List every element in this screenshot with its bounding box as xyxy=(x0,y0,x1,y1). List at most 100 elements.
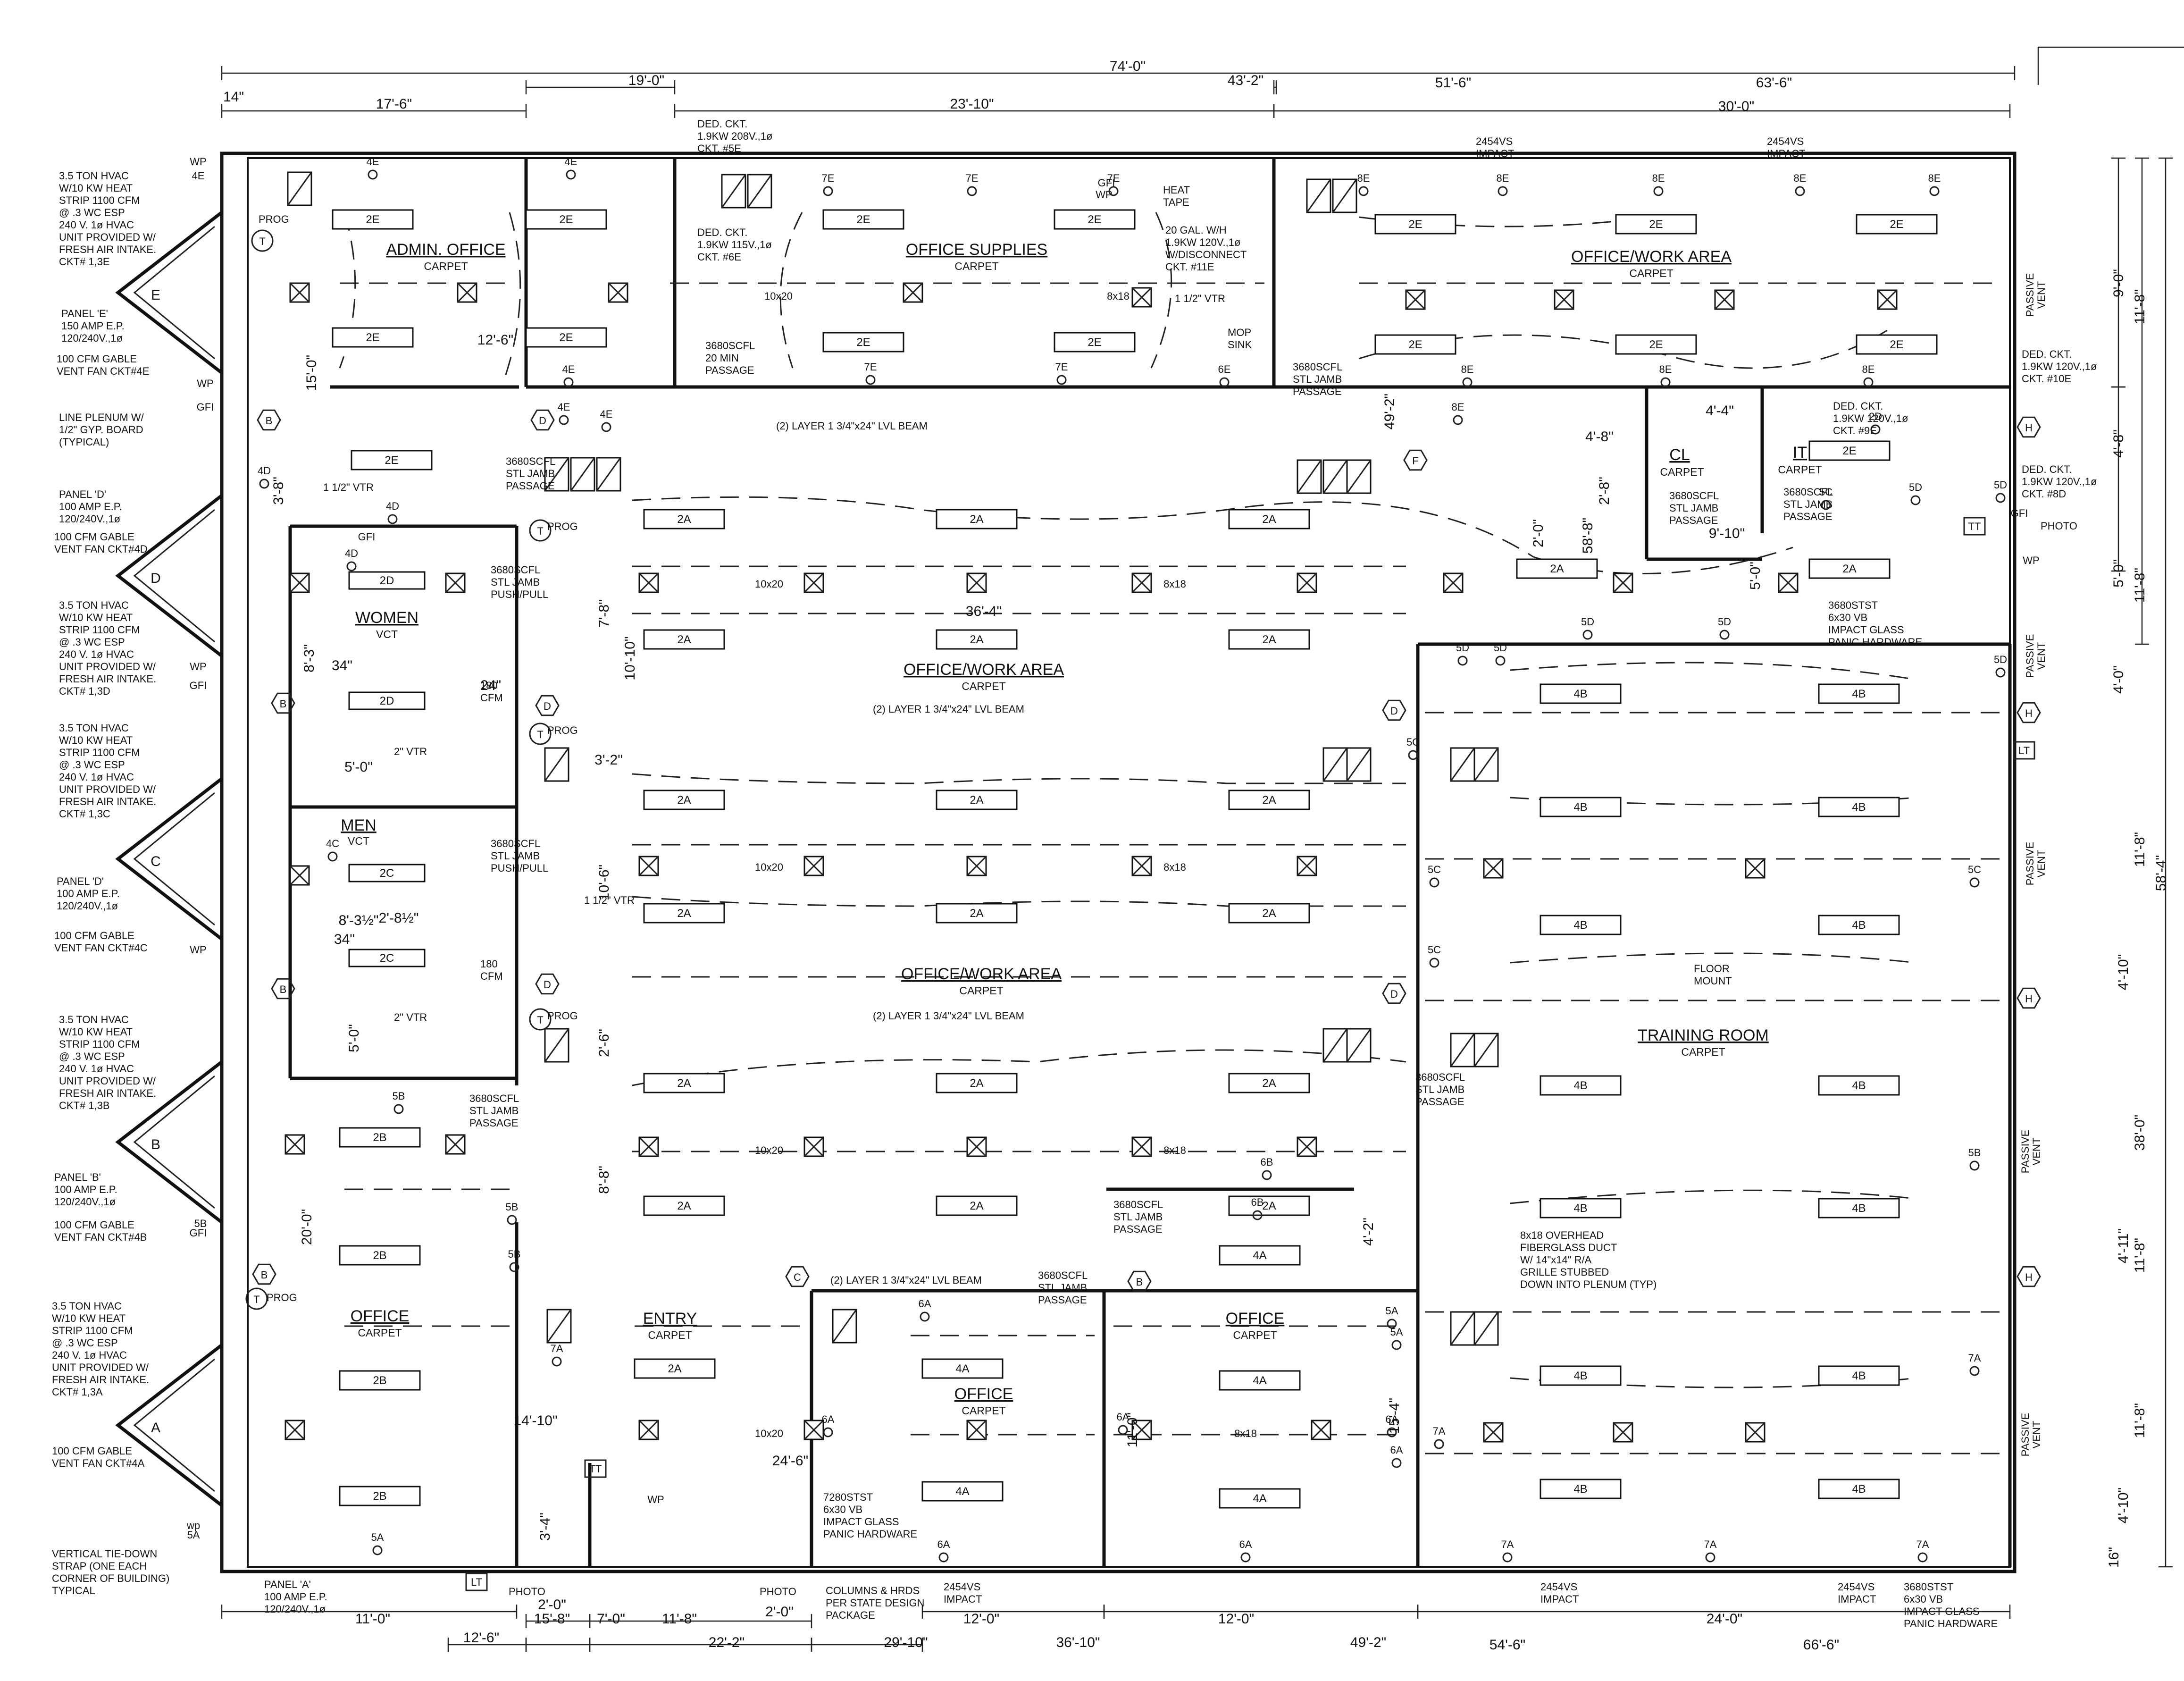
passive-vent-label: VENT xyxy=(2031,1421,2042,1449)
fan-note-b: 100 CFM GABLE xyxy=(54,1219,134,1231)
grid-marker-label: F xyxy=(1412,455,1418,467)
grid-circle-marker xyxy=(529,723,552,745)
dim-interior: 5'-0" xyxy=(1748,562,1763,590)
dim-right: 16" xyxy=(2106,1547,2122,1568)
grid-hex-marker xyxy=(1382,983,1406,1004)
hvac-gable-inner xyxy=(133,1358,215,1492)
circuit-tag: 5C xyxy=(1428,944,1441,956)
room-men-finish: VCT xyxy=(348,835,369,847)
fixture-tag: 2A xyxy=(1262,1077,1276,1090)
grid-marker-label: H xyxy=(2025,422,2033,434)
circuit-tag: 8E xyxy=(1928,172,1941,184)
fan-note-e: 100 CFM GABLE xyxy=(57,353,137,365)
receptacle xyxy=(1863,377,1874,387)
circuit-tag: 4E xyxy=(600,408,613,420)
dim-bottom: 7'-0" xyxy=(597,1611,625,1627)
diffuser-size: 10x20 xyxy=(755,1428,783,1439)
receptacle xyxy=(327,851,338,862)
fan-note-b: VENT FAN CKT#4B xyxy=(54,1231,147,1243)
dim-interior: 34" xyxy=(332,658,352,673)
device-tag-label: TT xyxy=(589,1463,602,1475)
dim-interior: 5'-0" xyxy=(346,1024,362,1052)
fixture-tag: 2E xyxy=(1408,218,1422,231)
hvac-note-d: CKT# 1,3D xyxy=(59,685,110,697)
circuit-tag: 5A xyxy=(1390,1326,1403,1338)
hvac-note-d: 240 V. 1ø HVAC xyxy=(59,648,134,660)
note-door-se: 6x30 VB xyxy=(1904,1593,1943,1605)
light-fixture xyxy=(1818,797,1900,817)
dim-interior: 58'-8" xyxy=(1580,518,1596,554)
fixture-tag: 2A xyxy=(677,633,691,646)
note-cfm-men: 180 xyxy=(480,958,498,970)
panel-note-d: 100 AMP E.P. xyxy=(59,501,122,513)
note-door-office-s: STL JAMB xyxy=(1038,1282,1087,1294)
grid-hex-marker xyxy=(535,695,560,716)
beam-note-2: (2) LAYER 1 3/4"x24" LVL BEAM xyxy=(873,703,1024,715)
fan-note-d: VENT FAN CKT#4D xyxy=(54,543,148,555)
fan-note-c: 100 CFM GABLE xyxy=(54,930,134,941)
wp-gfi-label: 5B xyxy=(194,1218,207,1229)
circuit-tag: 5C xyxy=(1428,864,1441,875)
dim-bottom: 49'-2" xyxy=(1350,1635,1386,1650)
diffuser-size: 10x20 xyxy=(755,861,783,873)
light-fixture xyxy=(1219,1370,1301,1391)
dim-interior: 14'-10" xyxy=(513,1413,557,1429)
fixture-tag: 2A xyxy=(1842,563,1856,575)
receptacle xyxy=(1434,1439,1444,1449)
grid-hex-marker xyxy=(785,1266,810,1287)
dim-bottom: 66'-6" xyxy=(1803,1637,1839,1653)
fixture-tag: 2A xyxy=(1262,513,1276,526)
diffuser-size: 8x18 xyxy=(1107,290,1130,302)
wp-gfi-label: WP xyxy=(197,378,213,389)
dim-interior: 24'-6" xyxy=(772,1453,808,1469)
dim-bottom: 2'-0" xyxy=(538,1597,566,1613)
room-men: MEN xyxy=(341,816,377,834)
light-fixture xyxy=(525,209,607,230)
light-fixture xyxy=(936,1073,1018,1093)
note-door-admin: 3680SCFL xyxy=(506,455,555,467)
fan-note-c: VENT FAN CKT#4C xyxy=(54,942,148,954)
fixture-tag: 2A xyxy=(668,1362,681,1375)
grid-hex-marker xyxy=(2017,987,2041,1009)
note-door-ne: PANIC HARDWARE xyxy=(1828,636,1922,648)
fixture-tag: 4B xyxy=(1573,688,1587,700)
grid-marker-label: D xyxy=(544,979,551,991)
fixture-tag: 2E xyxy=(856,336,870,349)
note-door-top2: STL JAMB xyxy=(1293,373,1342,385)
light-fixture xyxy=(1808,440,1891,461)
dim-top: 30'-0" xyxy=(1718,99,1754,114)
grid-marker-label: H xyxy=(2025,1271,2033,1283)
panel-note-e: 120/240V.,1ø xyxy=(61,332,123,344)
dim-interior: 49'-2" xyxy=(1382,394,1397,429)
light-fixture xyxy=(936,1195,1018,1216)
room-it-finish: CARPET xyxy=(1778,463,1822,476)
grid-marker-label: D xyxy=(539,415,546,427)
receptacle xyxy=(1056,375,1067,385)
note-heat-tape: TAPE xyxy=(1163,196,1189,208)
note-window-top1: IMPACT xyxy=(1476,148,1514,160)
fixture-tag: 4B xyxy=(1852,1202,1866,1215)
receptacle xyxy=(1262,1170,1272,1180)
circuit-tag: 6E xyxy=(1218,363,1231,375)
dim-interior: 36'-4" xyxy=(966,604,1002,619)
light-fixture xyxy=(936,629,1018,650)
fixture-tag: 2D xyxy=(380,695,394,707)
vtr-left: 1 1/2" VTR xyxy=(323,481,374,493)
dim-interior: 8'-3" xyxy=(301,644,317,672)
circuit-tag: 7A xyxy=(1433,1425,1446,1437)
light-fixture xyxy=(634,1358,716,1379)
grid-marker-label: B xyxy=(1136,1276,1143,1288)
hvac-gable xyxy=(115,494,223,657)
circuit-tag: 5D xyxy=(1456,642,1469,654)
wp-gfi-label: GFI xyxy=(190,1227,207,1239)
fixture-tag: 2E xyxy=(1890,338,1903,351)
note-mop-sink: MOP xyxy=(1228,327,1251,338)
receptacle xyxy=(865,375,876,385)
hvac-note-a: STRIP 1100 CFM xyxy=(52,1325,133,1336)
note-door-top2: PASSAGE xyxy=(1293,386,1342,397)
light-fixture xyxy=(1516,558,1598,579)
note-door-ne: 6x30 VB xyxy=(1828,612,1867,623)
receptacle xyxy=(1917,1552,1928,1563)
